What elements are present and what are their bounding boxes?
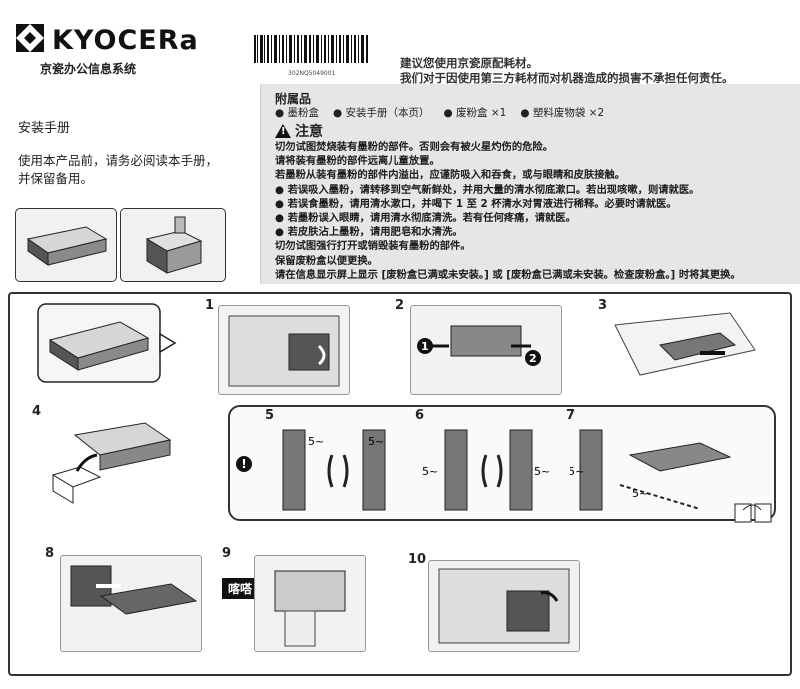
step-3-bag-old-toner (614, 312, 756, 376)
accessory-item: 塑料废物袋 ×2 (520, 105, 604, 120)
warning-triangle-icon (275, 124, 291, 138)
step-number: 9 (222, 546, 232, 561)
step-number: 1 (205, 298, 215, 313)
caution-line: 切勿试图焚烧装有墨粉的部件。否则会有被火星灼伤的危险。 (275, 141, 554, 153)
shake-count: 5~ (368, 435, 384, 448)
caution-heading: 注意 (275, 121, 323, 141)
step-number: 5 (265, 408, 275, 423)
caution-bullet: 若墨粉误入眼睛，请用清水彻底清洗。若有任何疼痛，请就医。 (275, 211, 795, 225)
svg-text:KYOCERa: KYOCERa (52, 25, 197, 56)
accessory-item: 安装手册（本页） (333, 105, 430, 120)
caution-bullet: 若皮肤沾上墨粉，请用肥皂和水清洗。 (275, 225, 795, 239)
step-number: 3 (598, 298, 608, 313)
shake-count: 5~ (570, 465, 584, 478)
waste-toner-box-icon (145, 216, 203, 274)
shake-count: 5~ (534, 465, 550, 478)
toner-container-thumbnail (15, 208, 117, 282)
shake-count: 5~ (308, 435, 324, 448)
step-number: 4 (32, 404, 42, 419)
shake-count: 5~ (632, 487, 648, 500)
installation-steps-panel (8, 292, 792, 676)
accessories-list: 墨粉盒 安装手册（本页） 废粉盒 ×1 塑料废物袋 ×2 (275, 105, 605, 120)
kyocera-logo: KYOCERa (16, 24, 197, 56)
toner-callout (37, 303, 177, 383)
caution-line: 若墨粉从装有墨粉的部件内溢出，应谨防吸入和吞食，或与眼睛和皮肤接触。 (275, 169, 626, 182)
step-4-unpack-new-toner (51, 422, 172, 504)
barcode (254, 35, 368, 63)
accessories-title: 附属品 (275, 92, 312, 106)
caution-bullet: 若误吸入墨粉，请转移到空气新鲜处，并用大量的清水彻底漱口。若出现咳嗽，则请就医。 (275, 183, 795, 197)
caution-text: 切勿试图焚烧装有墨粉的部件。否则会有被火星灼伤的危险。 请将装有墨粉的部件远离儿… (275, 140, 795, 282)
barcode-number: 302NQ5049001 (288, 70, 336, 77)
accessory-item: 墨粉盒 (275, 105, 320, 120)
caution-bullet: 若误食墨粉，请用清水漱口，并喝下 1 至 2 杯清水对胃液进行稀释。必要时请就医… (275, 197, 795, 211)
step-6-shake-toner: 5~ 5~ (422, 429, 550, 511)
shake-toner-panel (228, 405, 776, 521)
shake-count: 5~ (422, 465, 438, 478)
arrow-up-icon (75, 453, 98, 472)
intro-text: 使用本产品前，请务必阅读本手册， 并保留备用。 (18, 152, 258, 188)
waste-toner-box-thumbnail (120, 208, 226, 282)
callout-1: 1 (421, 340, 429, 353)
caution-line: 切勿试图强行打开或销毁装有墨粉的部件。 (275, 240, 471, 253)
arrow-down-icon (317, 344, 326, 366)
step-2-remove-old-toner: 1 2 (410, 305, 562, 395)
accessory-item: 废粉盒 ×1 (444, 105, 506, 120)
toner-cartridge-icon (26, 226, 108, 266)
step-number: 2 (395, 298, 405, 313)
step-9-push-toner-lever (254, 555, 366, 652)
notice-line: 我们对于因使用第三方耗材而对机器造成的损害不承担任何责任。 (400, 71, 734, 85)
intro-line: 并保留备用。 (18, 171, 94, 186)
caution-line: 请在信息显示屏上显示 [废粉盒已满或未安装。] 或 [废粉盒已满或未安装。检查废… (275, 268, 741, 281)
manual-title: 安装手册 (18, 121, 71, 136)
toner-cartridge-icon (48, 321, 150, 371)
caution-line: 保留废粉盒以便更换。 (275, 254, 378, 267)
caution-title: 注意 (295, 124, 323, 140)
attention-icon: ! (236, 456, 252, 472)
genuine-supplies-notice: 建议您使用京瓷原配耗材。 我们对于因使用第三方耗材而对机器造成的损害不承担任何责… (400, 56, 734, 86)
step-10-close-front-cover (428, 560, 580, 652)
intro-line: 使用本产品前，请务必阅读本手册， (18, 153, 219, 168)
step-number: 10 (408, 552, 427, 567)
step-5-tap-toner: 5~ 5~ (282, 429, 386, 511)
caution-line: 请将装有墨粉的部件远离儿童放置。 (275, 155, 440, 168)
step-1-open-front-cover (218, 305, 350, 395)
turn-page-icon (734, 503, 772, 523)
step-number: 8 (45, 546, 55, 561)
step-7-shake-horizontally: 5~ 5~ (570, 429, 732, 511)
arrow-curve-icon (540, 591, 559, 602)
callout-2: 2 (529, 352, 537, 365)
kyocera-emblem-icon (16, 24, 44, 52)
step-number: 7 (566, 408, 576, 423)
notice-line: 建议您使用京瓷原配耗材。 (400, 56, 538, 70)
step-8-insert-new-toner (60, 555, 202, 652)
step-number: 6 (415, 408, 425, 423)
brand-subtitle: 京瓷办公信息系统 (40, 62, 137, 76)
